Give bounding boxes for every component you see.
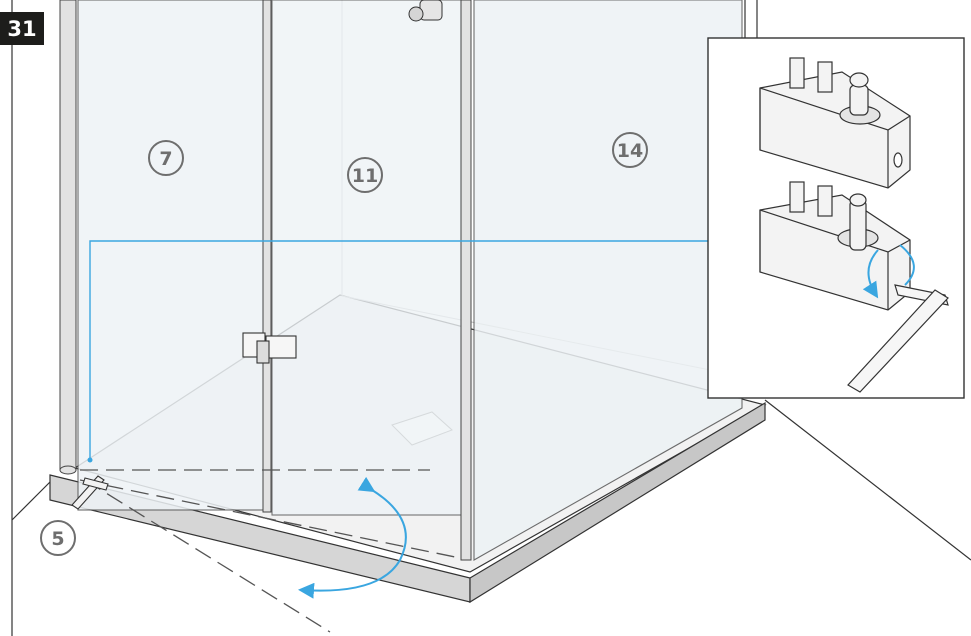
step-number-badge: 31 (0, 12, 44, 45)
svg-text:5: 5 (51, 528, 64, 550)
room-walls (11, 0, 971, 636)
detail-inset (707, 37, 965, 399)
svg-text:14: 14 (617, 140, 643, 162)
door-profile-left (262, 0, 272, 513)
callout-14: 14 (612, 132, 648, 168)
top-fitting (408, 0, 443, 22)
svg-text:11: 11 (352, 165, 378, 187)
rotation-arrow-icon (298, 476, 407, 599)
callout-11: 11 (347, 157, 383, 193)
profiles (59, 0, 472, 561)
guide-line-dot (87, 457, 93, 463)
door-profile-right (460, 0, 472, 561)
hinge-icon (242, 332, 297, 364)
svg-text:7: 7 (159, 148, 172, 170)
callout-7: 7 (148, 140, 184, 176)
wall-profile (59, 0, 77, 471)
bracket-icon (759, 57, 911, 189)
hex-key-icon-inset (847, 284, 949, 393)
glass-panel-11 (271, 0, 463, 516)
bottom-seal-lines (79, 469, 461, 633)
glass-panels (77, 0, 743, 561)
guide-line (89, 240, 712, 460)
glass-panel-7 (77, 0, 267, 511)
callout-5: 5 (40, 520, 76, 556)
glass-panel-14 (473, 0, 743, 561)
rotation-arrow-icon-inset (868, 244, 915, 295)
hex-key-icon (71, 475, 109, 510)
